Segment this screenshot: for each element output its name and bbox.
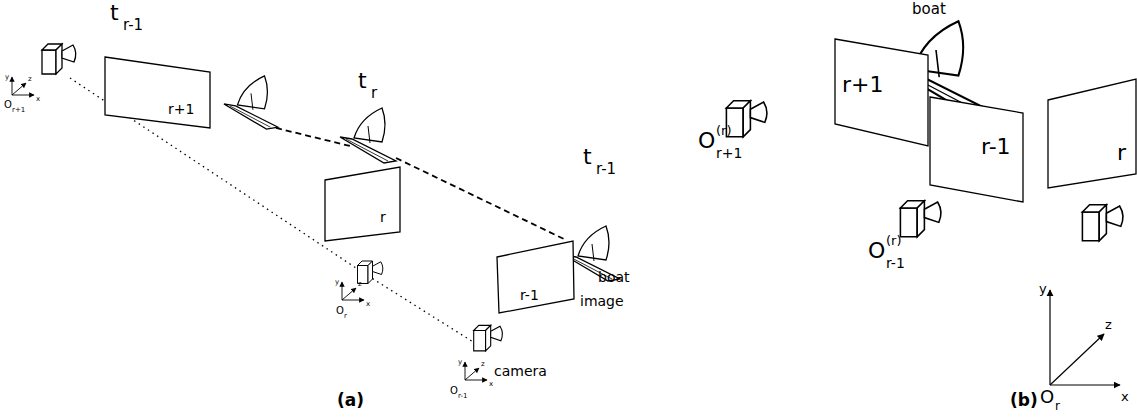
frame-index: r [1117, 142, 1126, 164]
time-subscript: r-1 [123, 18, 143, 33]
object-label: boat [912, 2, 946, 17]
plane-outline [324, 166, 402, 242]
frame-index: r-1 [520, 288, 539, 302]
origin-subscript: r [344, 313, 347, 320]
frame-index: r+1 [842, 74, 883, 96]
axis-label: x [366, 301, 370, 308]
image-plane: r-1 [929, 96, 1025, 204]
frame-index: r-1 [981, 136, 1011, 158]
origin-label: O [4, 100, 12, 110]
axis-label: y [1039, 282, 1047, 295]
time-subscript: r [371, 86, 377, 101]
axis-label: z [1105, 318, 1112, 331]
image-plane: r+1 [834, 38, 930, 148]
origin-superscript: (r) [716, 124, 732, 137]
object-label: camera [494, 364, 547, 378]
panel-label: (b) [1010, 392, 1038, 409]
object-label: boat [598, 270, 630, 284]
plane-outline [929, 96, 1025, 204]
time-label: t [358, 70, 367, 92]
axis-label: y [335, 279, 339, 286]
plane-outline [1047, 78, 1137, 190]
axis-label: x [489, 381, 493, 388]
axis-label: x [36, 96, 40, 103]
axis-label: x [1121, 390, 1129, 403]
image-plane: r [324, 166, 402, 242]
origin-subscript: r-1 [886, 256, 905, 270]
panel-label: (a) [337, 392, 364, 409]
image-plane: r-1 [496, 240, 576, 314]
origin-label: O [698, 130, 715, 152]
origin-label: O [1040, 388, 1054, 406]
axis-label: z [481, 361, 485, 368]
origin-superscript: (r) [886, 234, 902, 247]
plane-outline [104, 56, 212, 130]
time-label: t [110, 2, 119, 24]
image-plane: r+1 [104, 56, 212, 130]
origin-subscript: r [1055, 400, 1060, 412]
axis-label: z [28, 76, 32, 83]
object-label: image [580, 294, 624, 308]
time-label: t [583, 146, 592, 168]
origin-label: O [336, 306, 344, 316]
origin-label: O [868, 240, 885, 262]
axis-label: z [358, 281, 362, 288]
axis-label: y [458, 359, 462, 366]
frame-index: r+1 [168, 102, 194, 116]
origin-subscript: r-1 [458, 393, 467, 400]
plane-outline [496, 240, 576, 314]
origin-label: O [450, 386, 458, 396]
origin-subscript: r+1 [12, 107, 25, 114]
frame-index: r [380, 210, 386, 224]
origin-subscript: r+1 [716, 146, 742, 160]
axis-label: y [5, 74, 9, 81]
image-plane: r [1047, 78, 1137, 190]
time-subscript: r-1 [596, 162, 616, 177]
